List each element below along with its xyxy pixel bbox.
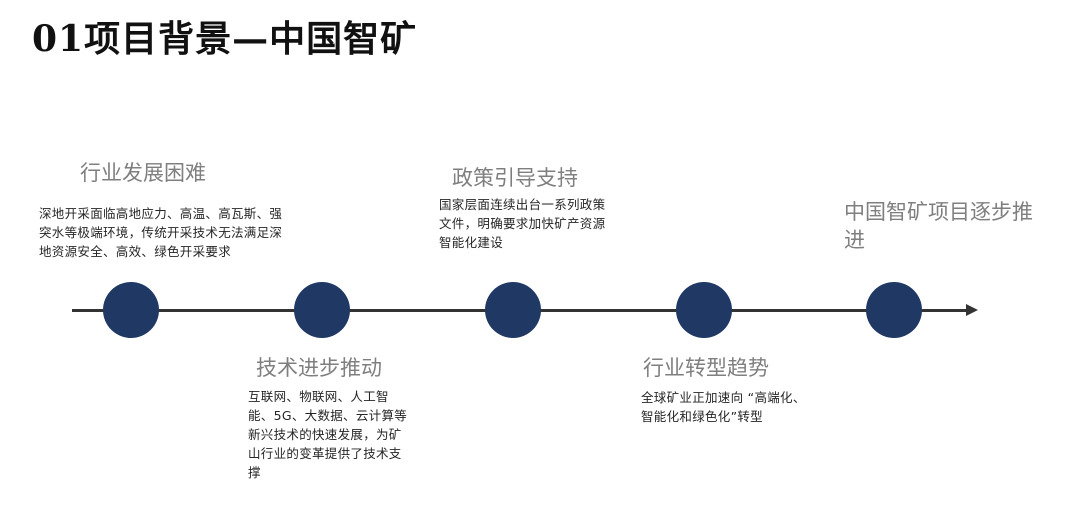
step-desc-industry-transformation: 全球矿业正加速向 “高端化、智能化和绿色化”转型	[641, 390, 806, 424]
timeline-node-3	[485, 282, 541, 338]
step-title-policy-support: 政策引导支持	[452, 166, 578, 190]
timeline-node-1	[103, 282, 159, 338]
step-desc-policy-support: 国家层面连续出台一系列政策文件，明确要求加快矿产资源智能化建设	[439, 197, 606, 250]
page-title: 01项目背景—中国智矿	[32, 18, 418, 60]
step-title-industry-transformation: 行业转型趋势	[643, 356, 769, 380]
timeline-node-2	[294, 282, 350, 338]
timeline-node-5	[866, 282, 922, 338]
step-title-tech-progress: 技术进步推动	[256, 356, 382, 380]
step-desc-tech-progress: 互联网、物联网、人工智能、5G、大数据、云计算等新兴技术的快速发展，为矿山行业的…	[248, 389, 408, 480]
timeline-arrow-icon	[966, 304, 978, 316]
step-title-project-progress: 中国智矿项目逐步推进	[844, 200, 1033, 252]
timeline-node-4	[676, 282, 732, 338]
step-desc-industry-difficulty: 深地开采面临高地应力、高温、高瓦斯、强突水等极端环境，传统开采技术无法满足深地资…	[39, 206, 283, 259]
step-title-industry-difficulty: 行业发展困难	[80, 161, 206, 185]
